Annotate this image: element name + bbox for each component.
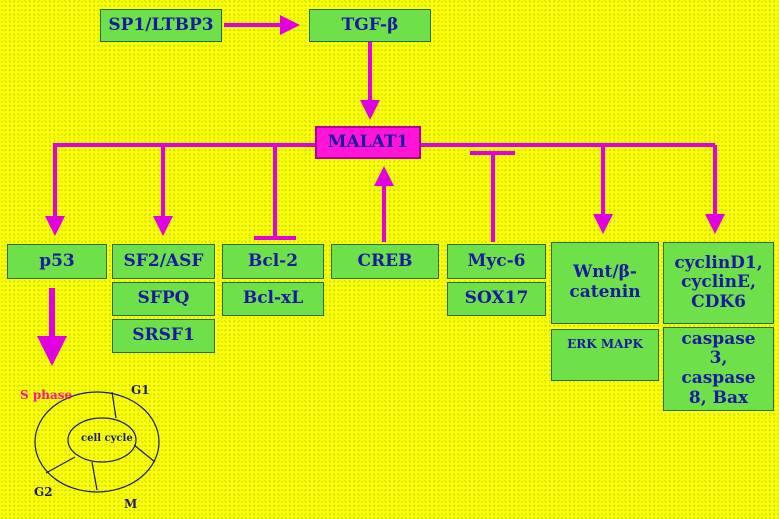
node-bcl-2: Bcl-2 xyxy=(222,244,324,279)
node-p53: p53 xyxy=(7,244,107,279)
label-cell-cycle: cell cycle xyxy=(81,433,133,444)
node-malat1: MALAT1 xyxy=(315,126,421,159)
label-g2: G2 xyxy=(34,485,53,499)
label-m: M xyxy=(124,497,138,511)
node-srsf1: SRSF1 xyxy=(112,319,215,353)
node-myc-6: Myc-6 xyxy=(447,244,546,279)
node-caspase-bax: caspase 3, caspase 8, Bax xyxy=(663,327,774,411)
node-bcl-xl: Bcl-xL xyxy=(222,282,324,316)
label-g1: G1 xyxy=(131,383,150,397)
node-sfpq: SFPQ xyxy=(112,282,215,316)
node-tgf-beta: TGF-β xyxy=(309,9,431,42)
node-sox17: SOX17 xyxy=(447,282,546,316)
node-wnt-beta-catenin: Wnt/β-catenin xyxy=(551,242,659,324)
cell-cycle-diagram xyxy=(34,391,160,493)
node-creb: CREB xyxy=(331,244,439,279)
node-cyclin-cdk6: cyclinD1, cyclinE, CDK6 xyxy=(663,242,774,324)
node-erk-mapk: ERK MAPK xyxy=(551,329,659,381)
node-sf2-asf: SF2/ASF xyxy=(112,244,215,279)
label-s-phase: S phase xyxy=(20,388,73,402)
node-sp1-ltbp3: SP1/LTBP3 xyxy=(100,9,222,42)
